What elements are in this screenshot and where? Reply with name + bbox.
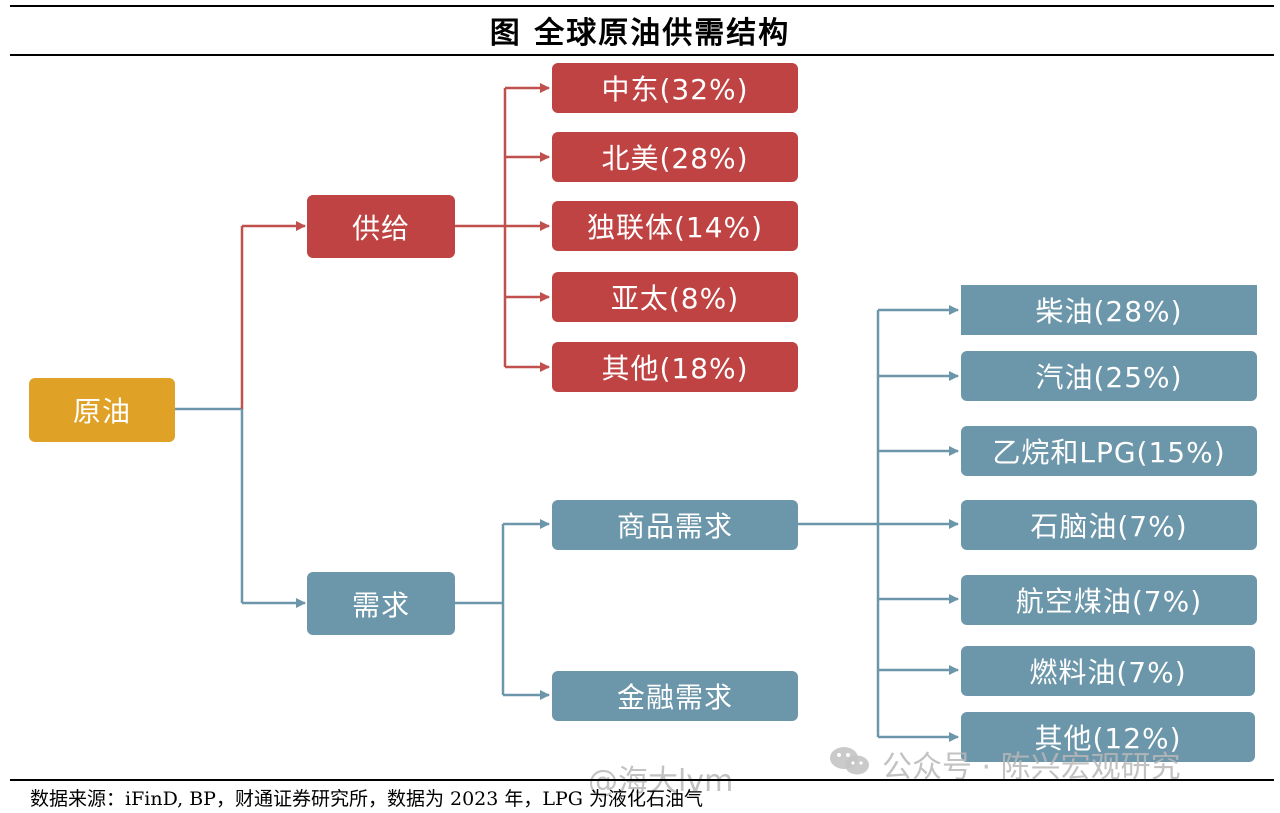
- node-commodity-demand: 商品需求: [552, 500, 798, 550]
- node-supply: 供给: [307, 195, 455, 258]
- node-product-ethane-lpg: 乙烷和LPG(15%): [961, 426, 1257, 476]
- node-product-fuel-oil: 燃料油(7%): [961, 646, 1255, 696]
- node-product-diesel: 柴油(28%): [961, 285, 1257, 335]
- bottom-rule: [10, 779, 1274, 781]
- top-rule: [10, 5, 1274, 7]
- node-supply-asia-pacific: 亚太(8%): [552, 272, 798, 322]
- figure-title: 图 全球原油供需结构: [489, 16, 791, 51]
- node-supply-cis: 独联体(14%): [552, 201, 798, 251]
- node-financial-demand: 金融需求: [552, 671, 798, 721]
- source-note: 数据来源：iFinD, BP，财通证券研究所，数据为 2023 年，LPG 为液…: [30, 788, 704, 810]
- node-product-jet-fuel: 航空煤油(7%): [961, 575, 1257, 625]
- node-demand: 需求: [307, 572, 455, 635]
- node-supply-north-america: 北美(28%): [552, 132, 798, 182]
- wechat-icon: [830, 747, 869, 775]
- node-product-other: 其他(12%): [961, 712, 1255, 762]
- node-product-gasoline: 汽油(25%): [961, 351, 1257, 401]
- watermark-weibo: @海大lvm: [588, 764, 734, 799]
- node-product-naphtha: 石脑油(7%): [961, 500, 1257, 550]
- node-supply-middle-east: 中东(32%): [552, 63, 798, 113]
- node-crude-oil: 原油: [29, 378, 175, 442]
- title-underline: [10, 54, 1274, 56]
- node-supply-other: 其他(18%): [552, 342, 798, 392]
